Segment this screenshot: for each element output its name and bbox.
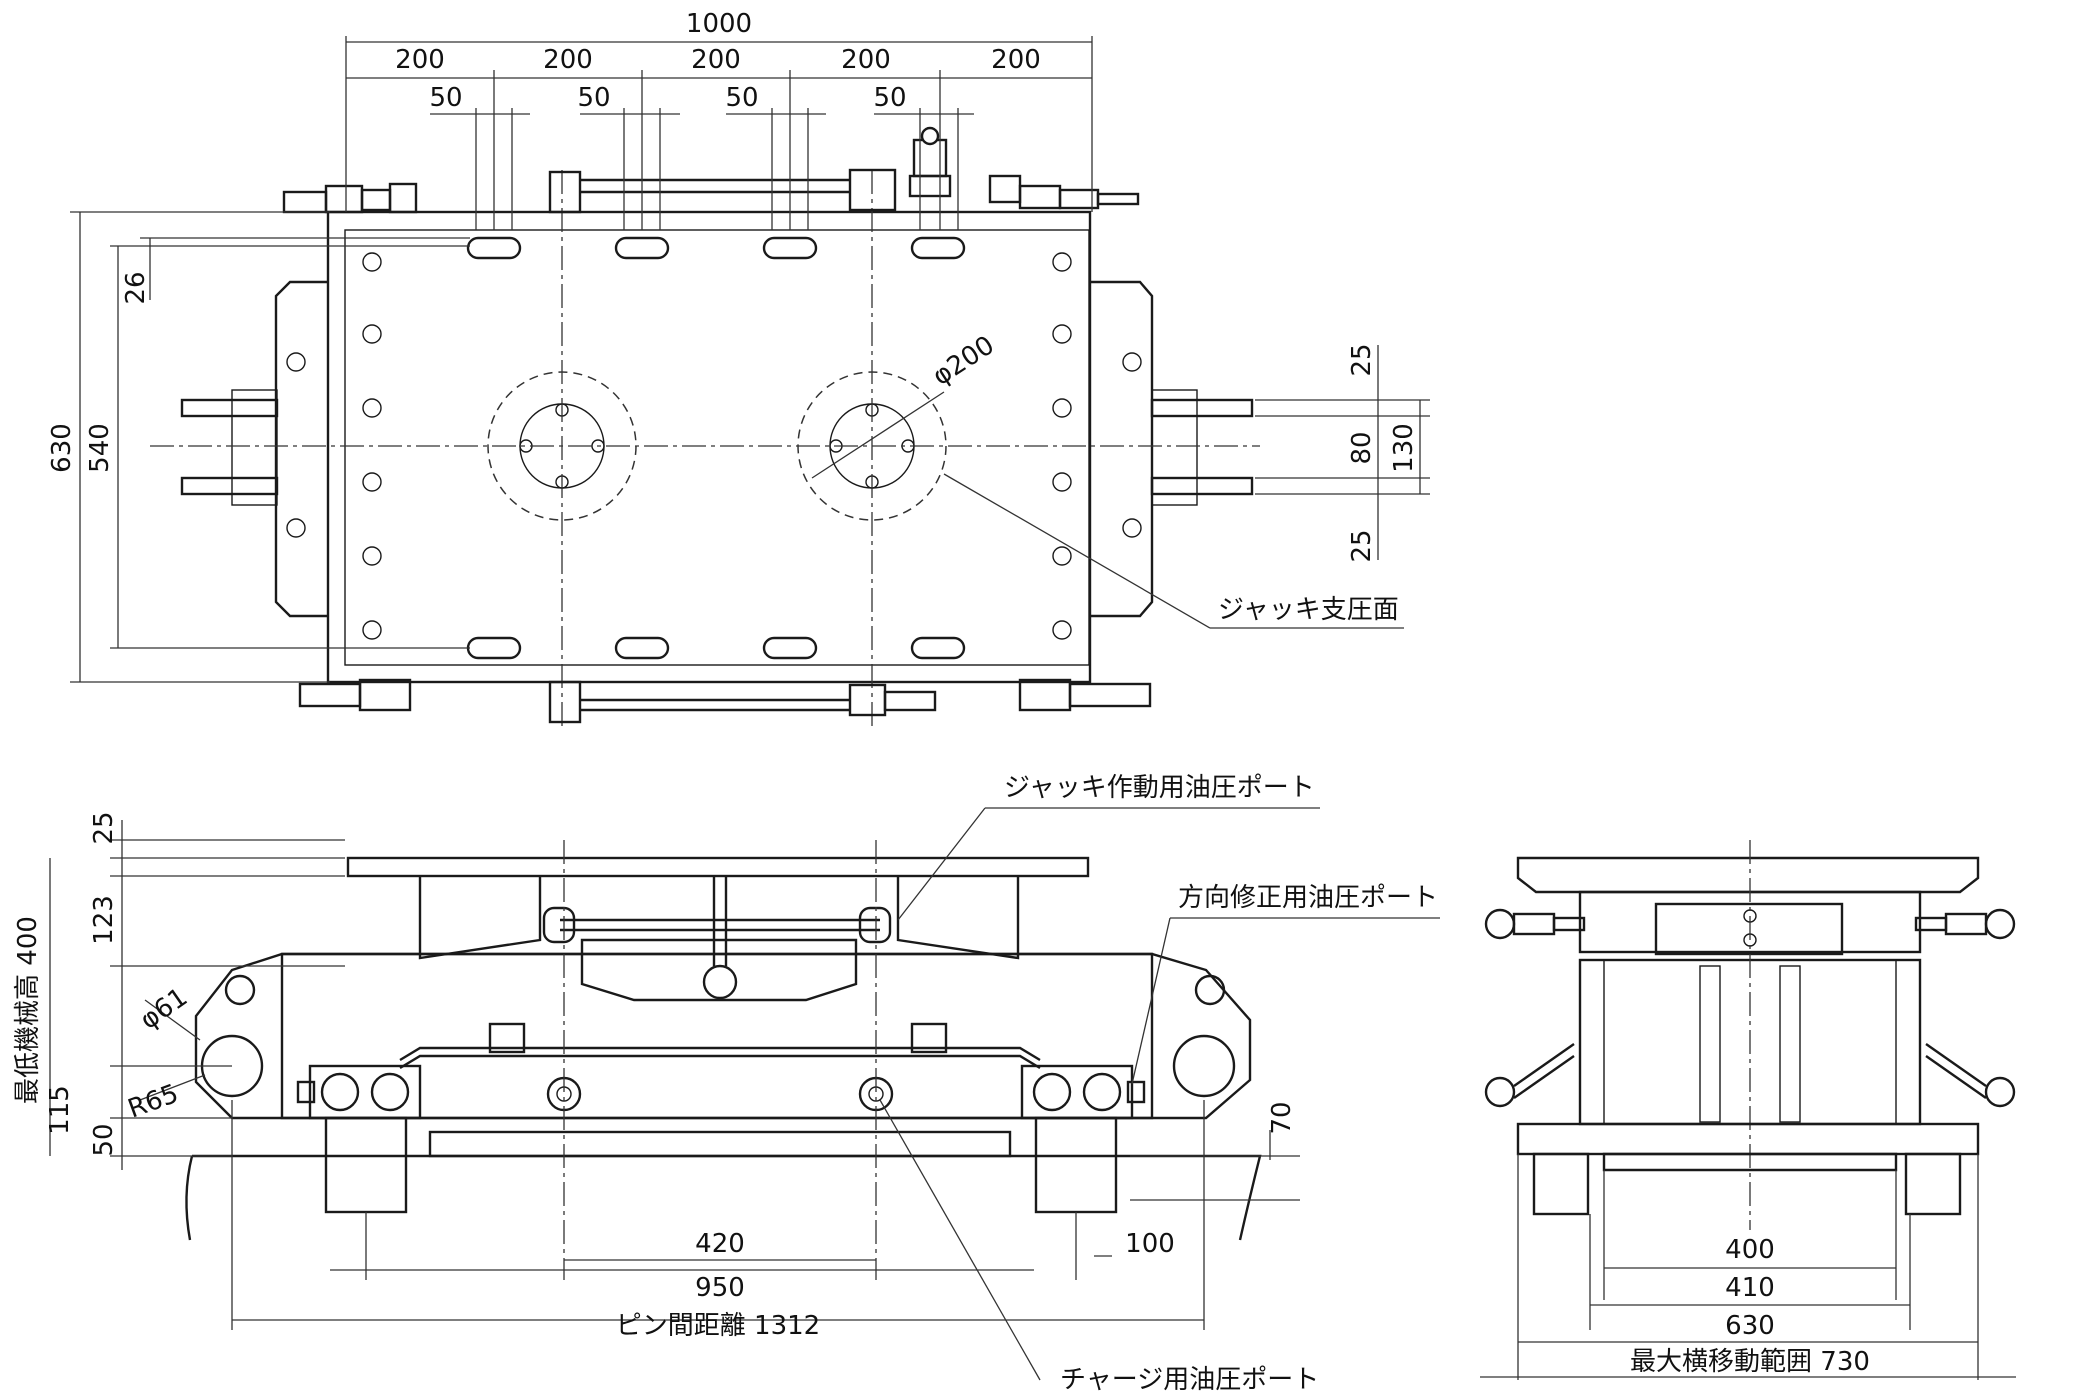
front-view: [49, 807, 1440, 1381]
dim-pitch-3: 200: [691, 45, 741, 75]
side-right-roller: [1904, 1152, 1962, 1216]
dim-min-height: 最低機械高 400: [13, 916, 43, 1104]
side-top-plate: [1516, 856, 1980, 894]
side-view: [1480, 840, 2016, 1380]
dim-pitch-1: 200: [395, 45, 445, 75]
side-center-block: [1654, 902, 1844, 956]
front-ear-hole-ul: [224, 974, 256, 1006]
dim-lug-b: 80: [1347, 431, 1377, 464]
front-ear-hole-ur: [1194, 974, 1226, 1006]
top-hydraulic-pipe: [548, 126, 1140, 214]
top-bolt-holes: [286, 252, 1142, 640]
front-center-block: [580, 938, 858, 1002]
front-frame: [194, 952, 1252, 1120]
dim-inner-depth: 540: [85, 423, 115, 473]
top-right-lugs: [1150, 389, 1254, 506]
dim-pin-pitch: ピン間距離 1312: [616, 1311, 820, 1341]
dim-max-traverse: 最大横移動範囲 730: [1630, 1347, 1870, 1377]
front-dimensions: [49, 807, 1440, 1381]
top-inner-plate: [344, 229, 1090, 666]
side-base: [1516, 1122, 1980, 1156]
top-slots-lower: [466, 636, 966, 660]
dim-pin-dia: φ61: [135, 982, 193, 1035]
callout-steering-port: 方向修正用油圧ポート: [1178, 883, 1438, 913]
dim-base: 50: [89, 1123, 119, 1156]
front-base-beam: [428, 1130, 1012, 1158]
dim-w630: 630: [1725, 1311, 1775, 1341]
front-center-hole: [702, 964, 738, 1000]
dim-w400: 400: [1725, 1235, 1775, 1265]
dim-slot-2: 50: [577, 83, 610, 113]
top-main-plate: [326, 210, 1092, 684]
dim-offset-100: 100: [1125, 1229, 1175, 1259]
dim-pitch-5: 200: [991, 45, 1041, 75]
top-left-wing: [274, 280, 328, 618]
labels: 1000 200 200 200 200 200 50 50 50 50 630…: [13, 9, 1870, 1395]
dim-overall-depth: 630: [47, 423, 77, 473]
front-rail: [192, 1154, 1262, 1241]
dim-lug-a: 25: [1347, 343, 1377, 376]
front-upper-right: [896, 876, 1020, 960]
top-dimensions: [70, 36, 1430, 683]
front-right-pump: [1020, 1064, 1146, 1120]
dim-lug-c: 25: [1347, 529, 1377, 562]
dim-clearance: 70: [1267, 1101, 1297, 1134]
top-right-wing: [1090, 280, 1154, 618]
dim-pitch-4: 200: [841, 45, 891, 75]
callout-charge-port: チャージ用油圧ポート: [1060, 1365, 1319, 1395]
bottom-hydraulic-pipe: [298, 678, 1152, 724]
side-dimensions: [1480, 1154, 2016, 1380]
dim-span-420: 420: [695, 1229, 745, 1259]
top-slots-upper: [466, 236, 966, 260]
side-right-arm: [1914, 908, 2016, 1108]
front-left-pump: [296, 1064, 422, 1120]
front-pin-right: [1172, 1034, 1236, 1098]
front-frame-body: [280, 952, 1154, 1120]
dim-slot-4: 50: [873, 83, 906, 113]
callout-jack-bearing-surface: ジャッキ支圧面: [1218, 595, 1399, 625]
dim-jack-circle: φ200: [927, 330, 999, 392]
dim-slot-offset: 26: [121, 271, 151, 304]
front-right-roller: [1034, 1116, 1118, 1214]
dim-w410: 410: [1725, 1273, 1775, 1303]
dim-overall-width: 1000: [686, 9, 752, 39]
dim-span-950: 950: [695, 1273, 745, 1303]
dim-slot-3: 50: [725, 83, 758, 113]
dim-lower: 115: [45, 1085, 75, 1135]
dim-lug-total: 130: [1389, 423, 1419, 473]
side-left-roller: [1532, 1152, 1590, 1216]
side-left-arm: [1484, 908, 1586, 1108]
callout-jack-port: ジャッキ作動用油圧ポート: [1004, 773, 1315, 803]
dim-plate: 25: [89, 811, 119, 844]
front-left-roller: [324, 1116, 408, 1214]
top-left-lugs: [180, 389, 279, 506]
front-upper-left: [418, 876, 542, 960]
dim-upper: 123: [89, 895, 119, 945]
top-left-fitting: [282, 182, 418, 214]
dim-slot-1: 50: [429, 83, 462, 113]
top-view: [70, 36, 1430, 730]
front-top-plate: [346, 856, 1090, 878]
dim-pitch-2: 200: [543, 45, 593, 75]
